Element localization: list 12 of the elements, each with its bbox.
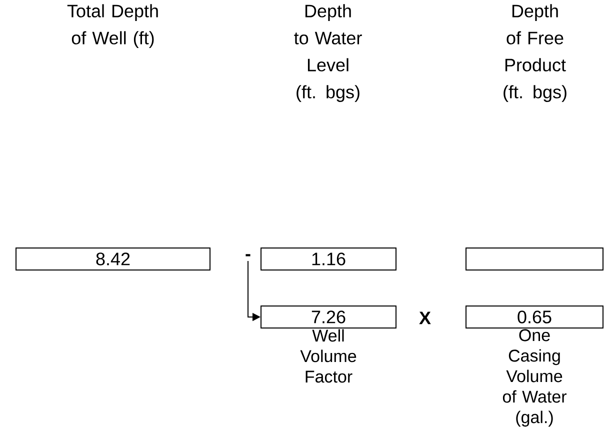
minus-sign: -	[246, 254, 250, 256]
column-heading: Depth of Free Product (ft. bgs)	[504, 4, 566, 102]
caption-text: Well Volume Factor	[300, 329, 356, 383]
column-heading: Depth to Water Level (ft. bgs)	[294, 4, 362, 102]
caption-text: One Casing Volume of Water (gal.)	[502, 329, 566, 427]
value-box: 7.26	[260, 305, 396, 328]
value-box: 0.65	[466, 305, 604, 328]
column-heading: Total Depth of Well (ft)	[67, 4, 158, 48]
value-box: 8.42	[16, 247, 210, 270]
value-box	[466, 247, 604, 270]
multiply-sign: X	[419, 312, 431, 324]
value-box: 1.16	[260, 247, 396, 270]
